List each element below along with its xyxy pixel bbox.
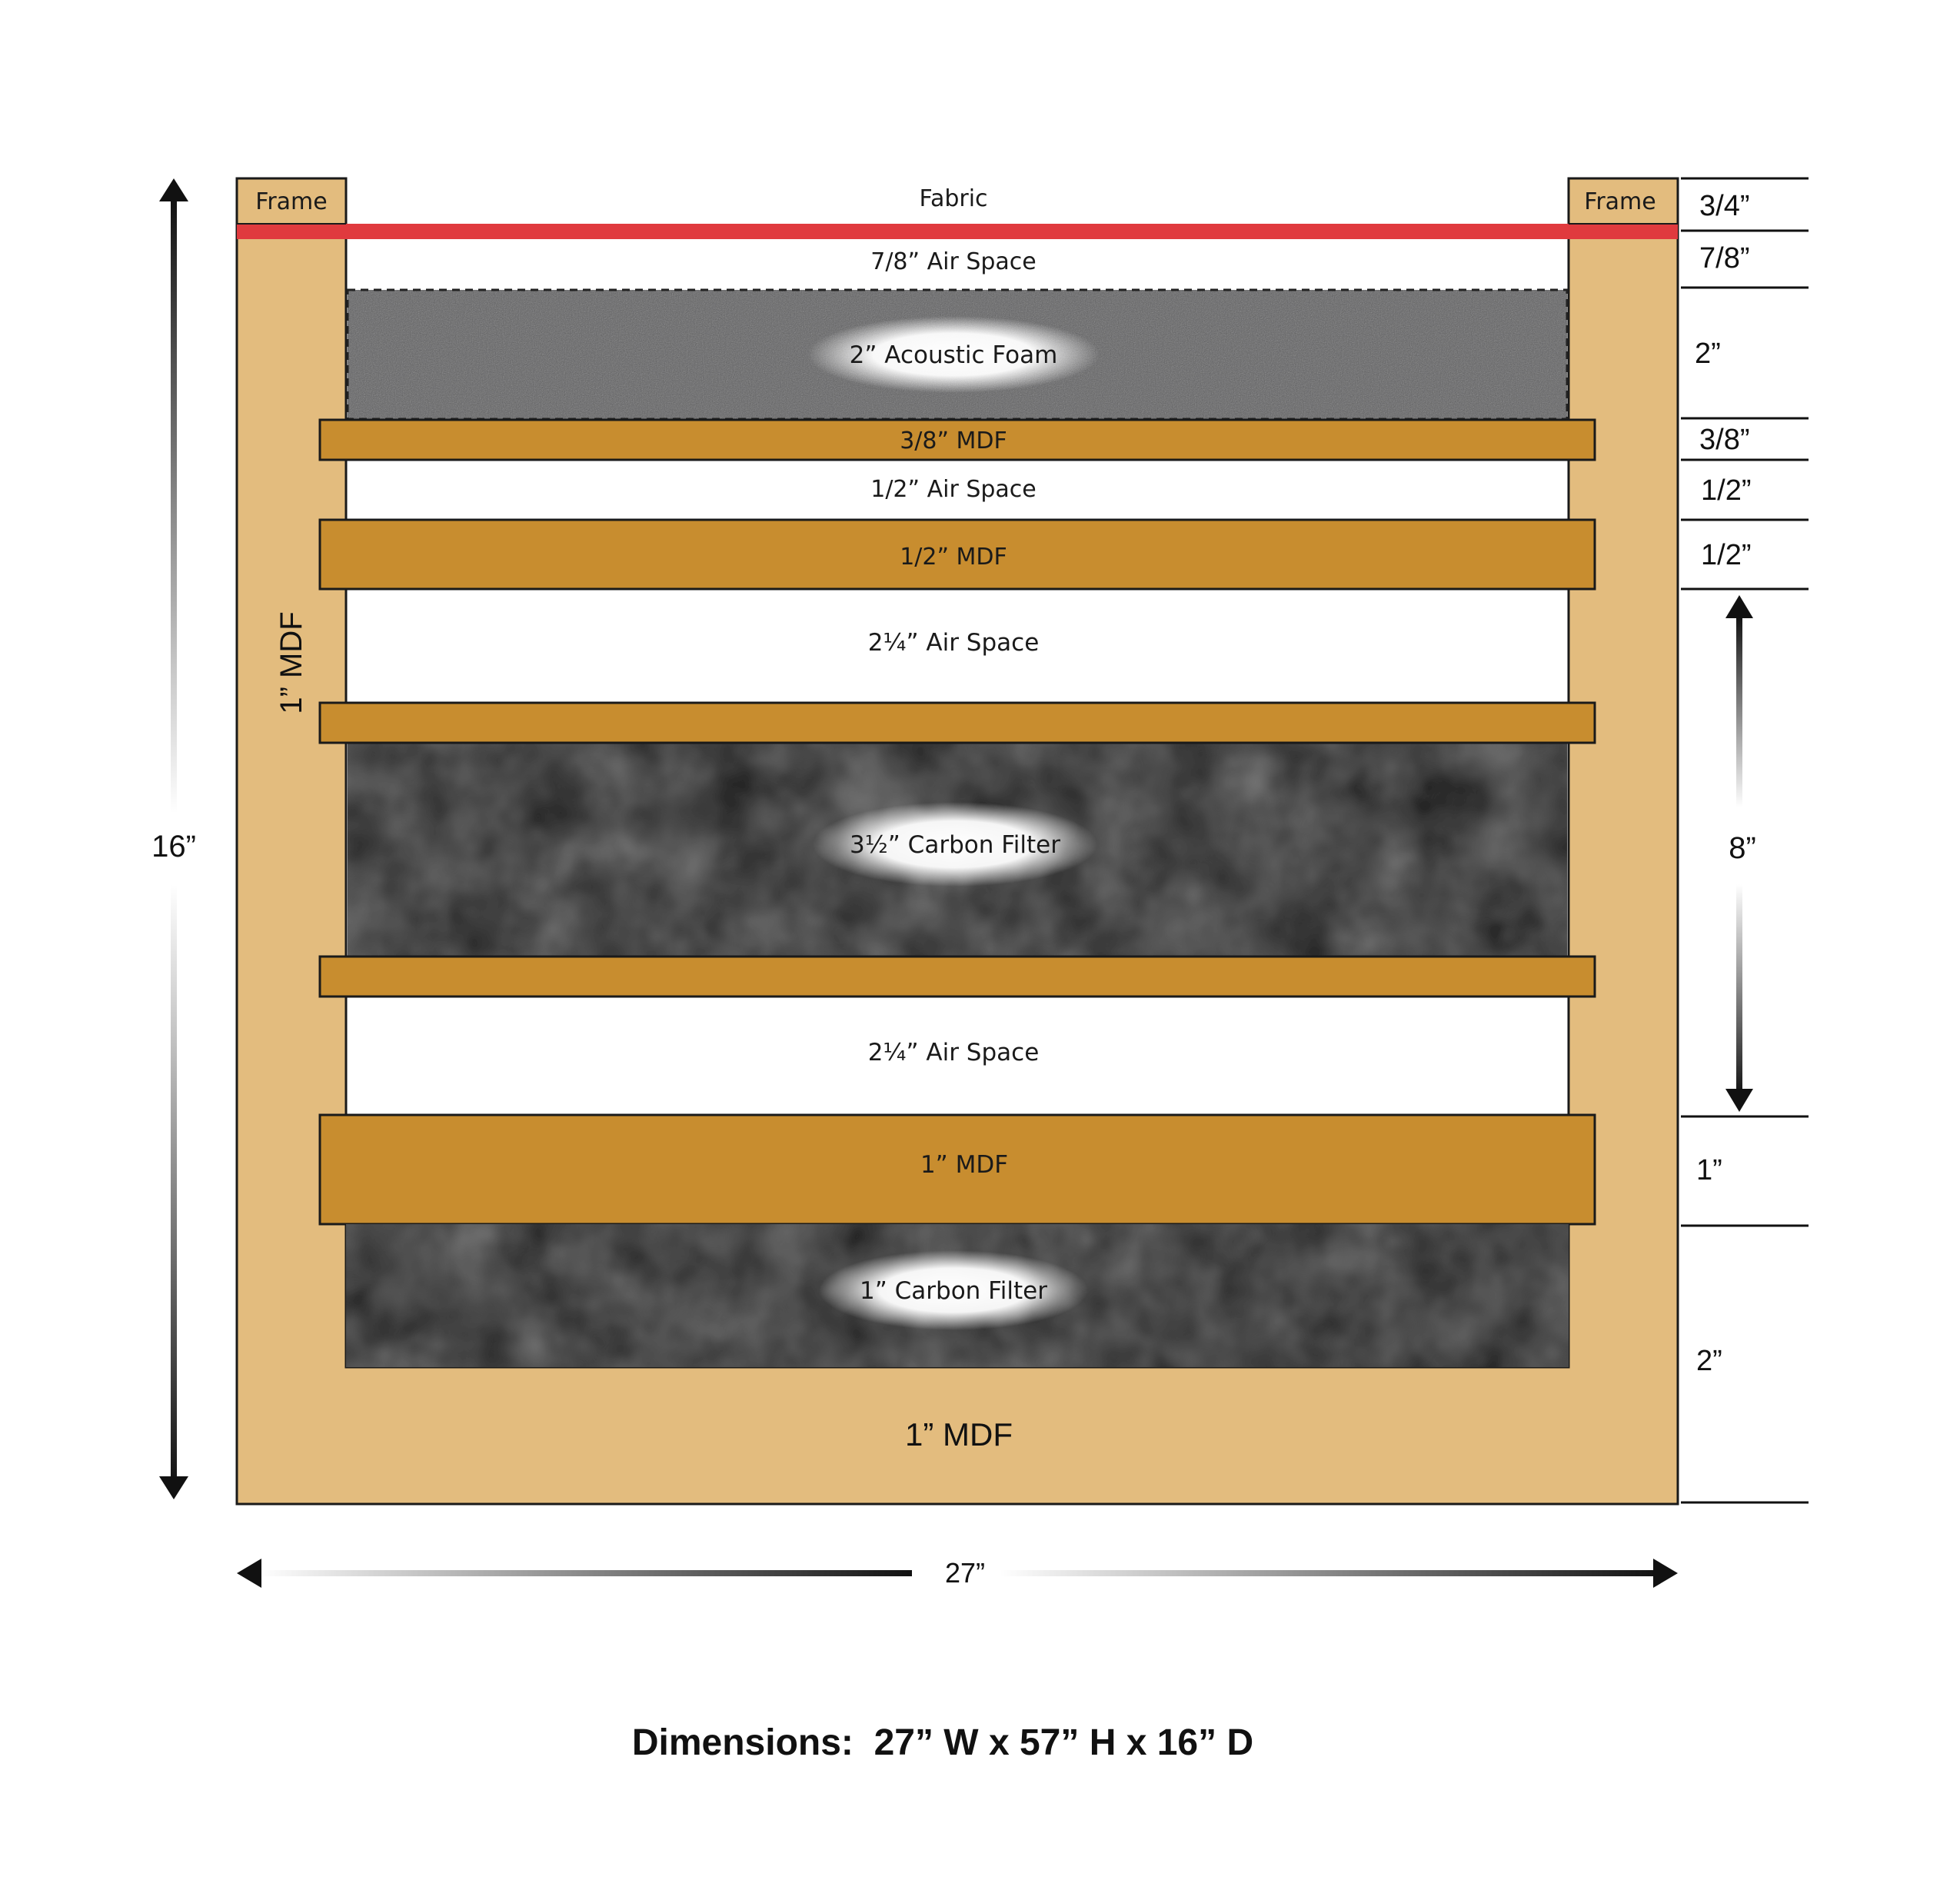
side-mdf-label: 1” MDF <box>275 611 308 714</box>
acoustic-foam-dashed-outline <box>346 288 1569 421</box>
mdf-1-2-label: 1/2” MDF <box>900 544 1007 571</box>
mdf-3-8-board <box>318 418 1596 461</box>
right-frame-wall <box>1567 177 1679 1506</box>
bottom-mdf-panel <box>237 1367 1678 1504</box>
carbon-filter-3-1-2-layer <box>348 743 1567 958</box>
air-space-2-1-4-bottom-label: 2¼” Air Space <box>868 1039 1040 1066</box>
depth-arrow-bottom-shaft <box>171 884 177 1489</box>
carbon-filter-1-label: 1” Carbon Filter <box>860 1277 1047 1305</box>
scale-label-7-8: 7/8” <box>1699 242 1749 275</box>
width-dimension: 27” <box>237 1557 1678 1589</box>
depth-total-label: 16” <box>151 830 196 863</box>
mdf-1-label: 1” MDF <box>920 1151 1008 1179</box>
depth-dimension: 16” <box>151 178 196 1499</box>
scale-label-2-bottom: 2” <box>1696 1345 1722 1377</box>
width-arrow-right-head <box>1653 1559 1678 1588</box>
scale-label-3-8: 3/8” <box>1699 424 1749 456</box>
scale-8-arrow-bottom-head <box>1725 1089 1753 1112</box>
scale-label-2-top: 2” <box>1695 338 1721 370</box>
acoustic-foam-label-glow <box>807 316 1100 393</box>
scale-8-arrow-bottom-shaft <box>1736 884 1742 1096</box>
scale-label-3-4: 3/4” <box>1699 190 1749 222</box>
frame-right-label: Frame <box>1584 188 1656 215</box>
width-arrow-right-shaft <box>1000 1570 1658 1576</box>
frame-left-label: Frame <box>255 188 327 215</box>
scale-8-arrow-top-shaft <box>1736 615 1742 807</box>
dimensions-caption: Dimensions: 27” W x 57” H x 16” D <box>632 1722 1253 1763</box>
scale-label-1-2-b: 1/2” <box>1701 539 1751 571</box>
right-thickness-scale: 3/4” 7/8” 2” 3/8” 1/2” 1/2” 8” 1” 2” <box>1681 177 1809 1504</box>
acoustic-foam-label: 2” Acoustic Foam <box>850 341 1058 369</box>
depth-arrow-top-head <box>159 178 188 201</box>
width-total-label: 27” <box>945 1557 985 1589</box>
air-space-2-1-4-top-label: 2¼” Air Space <box>868 629 1040 657</box>
depth-arrow-top-shaft <box>171 198 177 814</box>
carbon-filter-3-1-2-label: 3½” Carbon Filter <box>850 831 1060 859</box>
mdf-1-2-board <box>318 518 1596 591</box>
scale-label-1-2-a: 1/2” <box>1701 474 1751 507</box>
fabric-label: Fabric <box>919 185 987 212</box>
depth-arrow-bottom-head <box>159 1476 188 1499</box>
carbon-filter-1-label-glow <box>819 1250 1088 1330</box>
mdf-1-board <box>318 1113 1596 1226</box>
mdf-3-8-label: 3/8” MDF <box>900 428 1007 454</box>
mdf-thin-board-lower <box>318 955 1596 998</box>
fabric-layer <box>237 224 1678 239</box>
bottom-mdf-label: 1” MDF <box>905 1416 1013 1452</box>
mdf-thin-board-upper <box>318 701 1596 744</box>
air-space-1-2-label: 1/2” Air Space <box>870 476 1037 503</box>
left-frame-wall <box>235 177 348 1506</box>
scale-8-arrow-top-head <box>1725 595 1753 618</box>
air-space-7-8-label: 7/8” Air Space <box>870 248 1037 275</box>
width-arrow-left-shaft <box>258 1570 912 1576</box>
acoustic-foam-layer <box>346 288 1569 421</box>
scale-label-1: 1” <box>1696 1154 1722 1186</box>
scale-label-8: 8” <box>1729 831 1756 865</box>
width-arrow-left-head <box>237 1559 261 1588</box>
carbon-filter-1-layer <box>344 1223 1570 1369</box>
carbon-filter-3-1-2-label-glow <box>813 802 1097 887</box>
